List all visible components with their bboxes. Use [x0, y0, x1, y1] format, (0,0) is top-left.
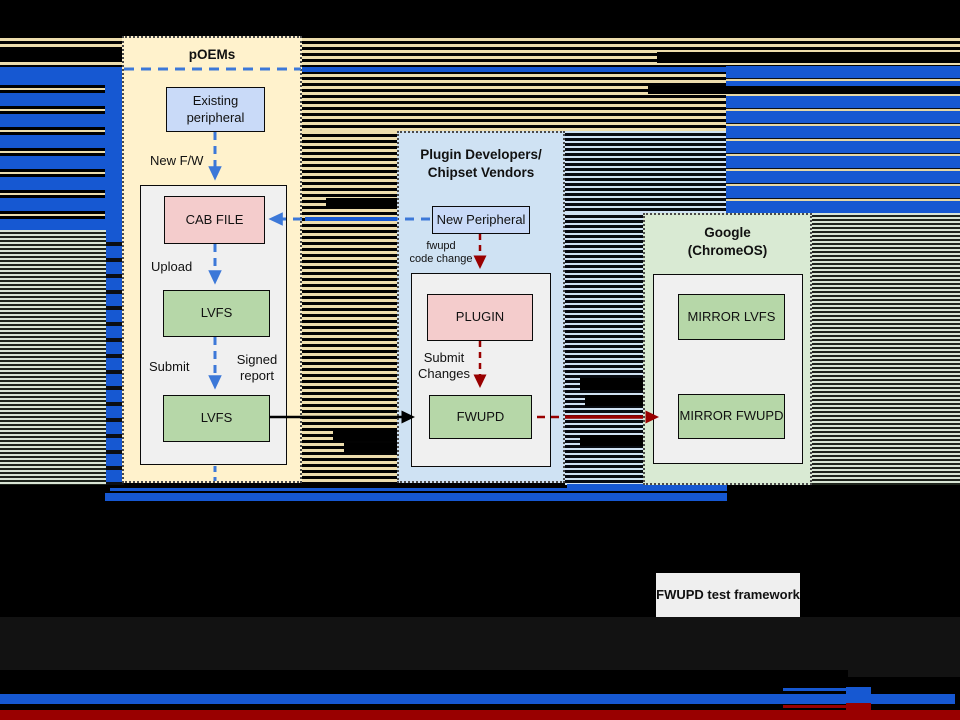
existing-peripheral-node: Existing peripheral: [166, 87, 265, 132]
signed-report-label: Signed report: [236, 352, 278, 383]
glitch-tan-column: [302, 131, 397, 483]
glitch-blue-line-b: [110, 488, 727, 491]
glitch-blue-bar-under-diagram: [105, 493, 727, 501]
plugin-node: PLUGIN: [427, 294, 533, 341]
glitch-blob-1: [326, 198, 397, 208]
glitch-pale-stripes-right: [812, 213, 960, 485]
glitch-red-bar-bottom: [0, 710, 960, 720]
glitch-black-band-right-2: [648, 86, 960, 94]
glitch-black-band-right-1: [657, 52, 960, 63]
glitch-blue-bar-bottom: [0, 694, 955, 704]
glitch-blue-short-line: [783, 688, 846, 691]
glitch-dim-band-right: [848, 617, 960, 677]
glitch-lightblue-stripes-1: [565, 131, 726, 213]
mirror-lvfs-node: MIRROR LVFS: [678, 294, 785, 340]
lvfs-lower-node: LVFS: [163, 395, 270, 442]
glitch-blob-4: [580, 378, 643, 390]
glitch-pale-stripes-left: [0, 230, 106, 485]
glitch-black-band-left: [0, 47, 124, 62]
fwupd-test-framework-box: FWUPD test framework: [656, 573, 800, 617]
plugin-vendors-title: Plugin Developers/ Chipset Vendors: [420, 147, 542, 180]
glitch-red-short-line: [783, 705, 846, 708]
glitch-left-mixed-band: [0, 72, 105, 230]
glitch-blob-3: [344, 443, 397, 453]
glitch-blue-dash-column: [106, 230, 124, 485]
submit-changes-label: Submit Changes: [417, 350, 471, 381]
glitch-blue-column: [105, 67, 124, 230]
glitch-blue-line-a: [567, 484, 727, 488]
lvfs-upper-node: LVFS: [163, 290, 270, 337]
glitch-dim-band: [0, 617, 960, 670]
glitch-blob-6: [580, 435, 643, 446]
submit-label: Submit: [149, 359, 190, 374]
mirror-fwupd-node: MIRROR FWUPD: [678, 394, 785, 439]
poems-title: pOEMs: [188, 47, 236, 62]
new-peripheral-node: New Peripheral: [432, 206, 530, 234]
glitch-tan-band-mid: [302, 68, 726, 131]
glitch-blob-2: [333, 428, 397, 441]
glitch-blue-row-line: [0, 67, 727, 72]
glitch-blob-5: [585, 395, 643, 406]
fwupd-node: FWUPD: [429, 395, 532, 439]
google-title: Google (ChromeOS): [687, 225, 768, 258]
new-fw-label: New F/W: [150, 153, 204, 168]
fwupd-code-change-label: fwupd code change: [409, 240, 473, 266]
cab-file-node: CAB FILE: [164, 196, 265, 244]
upload-label: Upload: [151, 259, 193, 274]
